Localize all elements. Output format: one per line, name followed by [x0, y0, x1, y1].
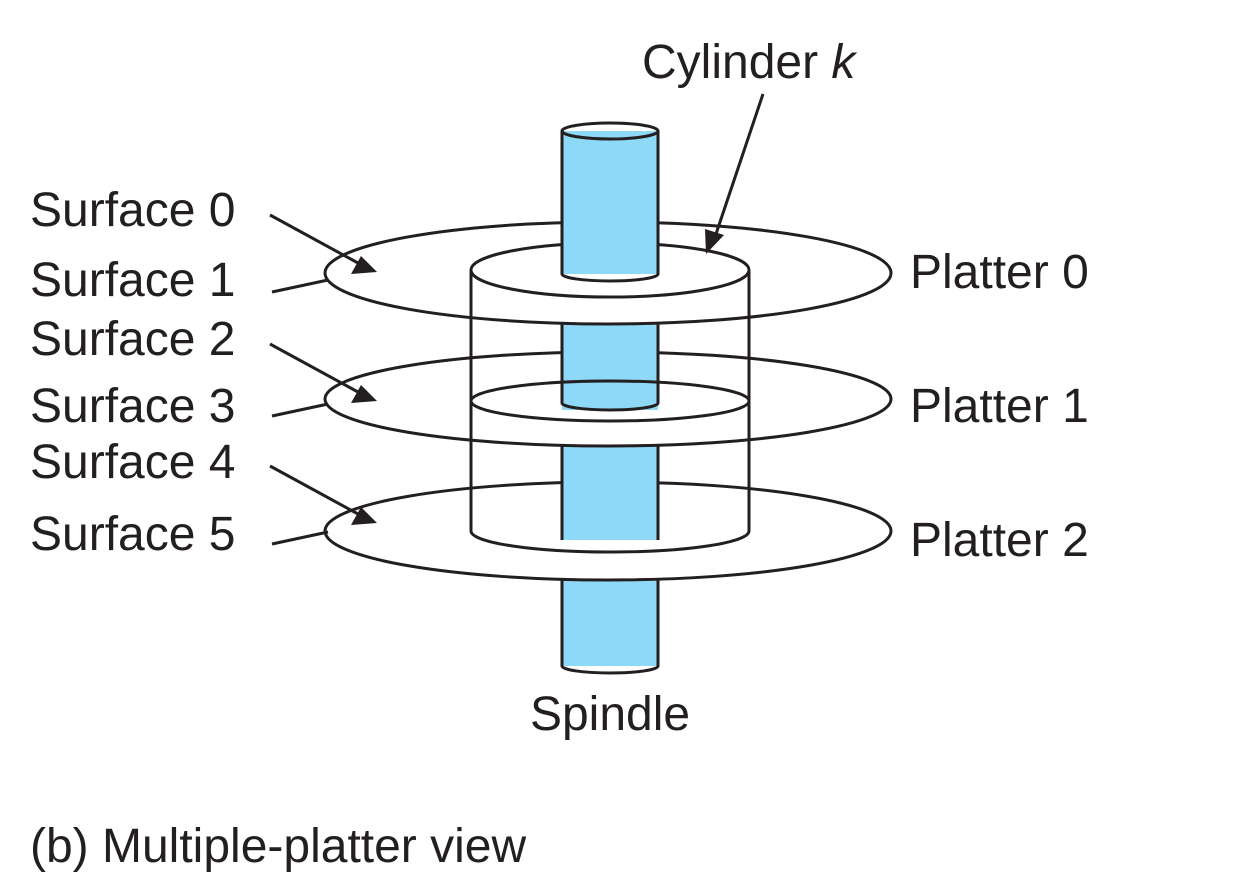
- platter-0-label: Platter 0: [910, 246, 1089, 299]
- surface-0-leader: [269, 213, 377, 274]
- spindle-label: Spindle: [530, 688, 690, 741]
- spindle-segment-1: [560, 310, 660, 412]
- surface-3-label: Surface 3: [30, 380, 235, 433]
- surface-2-leader: [269, 342, 377, 403]
- cylinder-label: Cylinder k: [642, 36, 858, 89]
- surface-0-label: Surface 0: [30, 184, 235, 237]
- surface-4-leader: [269, 464, 377, 525]
- spindle-segment-2: [560, 440, 660, 540]
- cylinder-leader: [705, 93, 765, 254]
- surface-2-label: Surface 2: [30, 313, 235, 366]
- surface-5-leader: [271, 530, 329, 546]
- figure-caption: (b) Multiple-platter view: [30, 820, 526, 873]
- spindle-top: [560, 121, 660, 283]
- surface-1-label: Surface 1: [30, 254, 235, 307]
- cylinder-track-2: [469, 530, 751, 554]
- surface-1-leader: [271, 278, 329, 294]
- surface-5-label: Surface 5: [30, 508, 235, 561]
- surface-4-label: Surface 4: [30, 436, 235, 489]
- platter-2-label: Platter 2: [910, 514, 1089, 567]
- platter-1-label: Platter 1: [910, 380, 1089, 433]
- surface-3-leader: [271, 402, 329, 418]
